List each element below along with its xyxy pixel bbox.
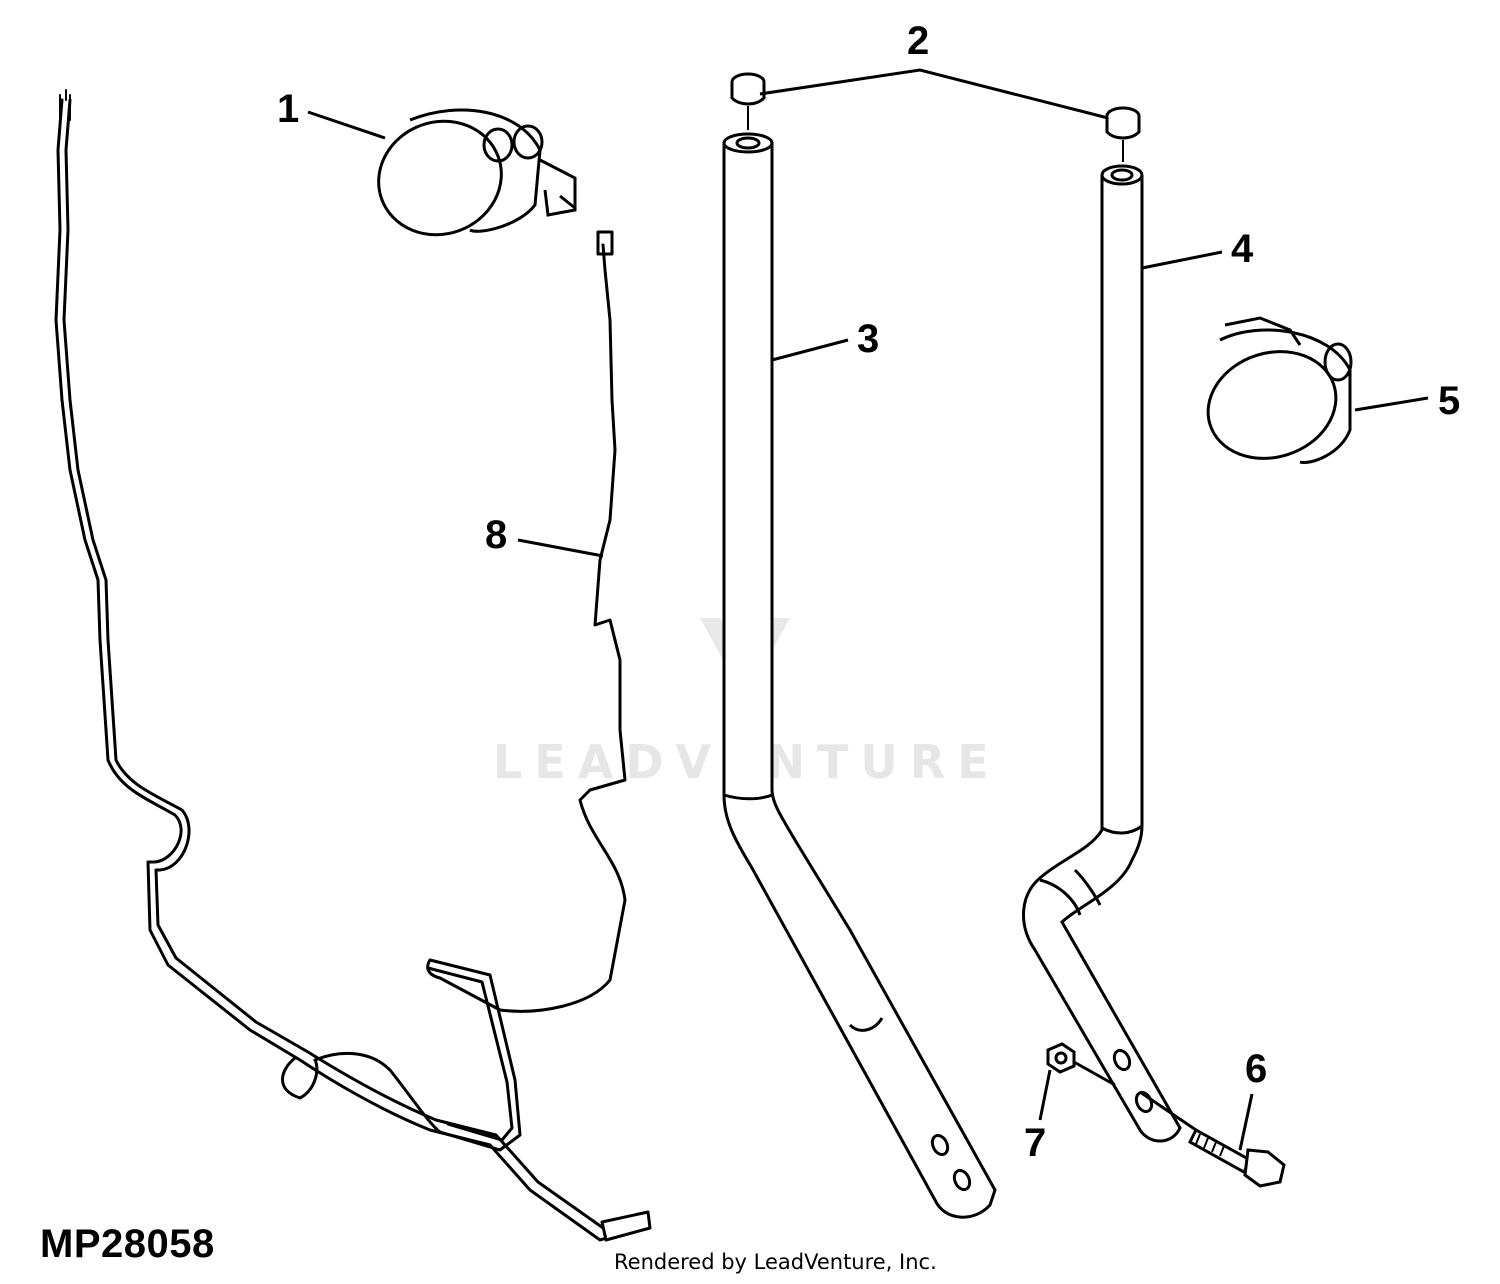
- part-3-tube: [722, 132, 997, 1219]
- figure-id: MP28058: [40, 1222, 215, 1266]
- leader-lines: [307, 68, 1429, 1151]
- callout-8: 8: [485, 513, 507, 557]
- callout-4: 4: [1231, 227, 1254, 271]
- callout-2: 2: [907, 19, 929, 63]
- callout-3: 3: [857, 317, 879, 361]
- part-2-caps: [730, 72, 1141, 162]
- part-6-bolt: [1188, 1127, 1286, 1188]
- callout-7: 7: [1024, 1121, 1046, 1165]
- part-7-nut: [1046, 1042, 1076, 1074]
- part-8-wire-harness: [54, 89, 652, 1242]
- callout-5: 5: [1438, 379, 1460, 423]
- part-4-tube: [1022, 164, 1182, 1143]
- callout-6: 6: [1245, 1047, 1267, 1091]
- callout-1: 1: [277, 87, 299, 131]
- callouts: 1 2 3 4 5 6 7 8: [277, 19, 1460, 1165]
- part-5-light: [1206, 316, 1353, 465]
- credit-line: Rendered by LeadVenture, Inc.: [614, 1250, 937, 1274]
- part-1-light: [377, 108, 577, 237]
